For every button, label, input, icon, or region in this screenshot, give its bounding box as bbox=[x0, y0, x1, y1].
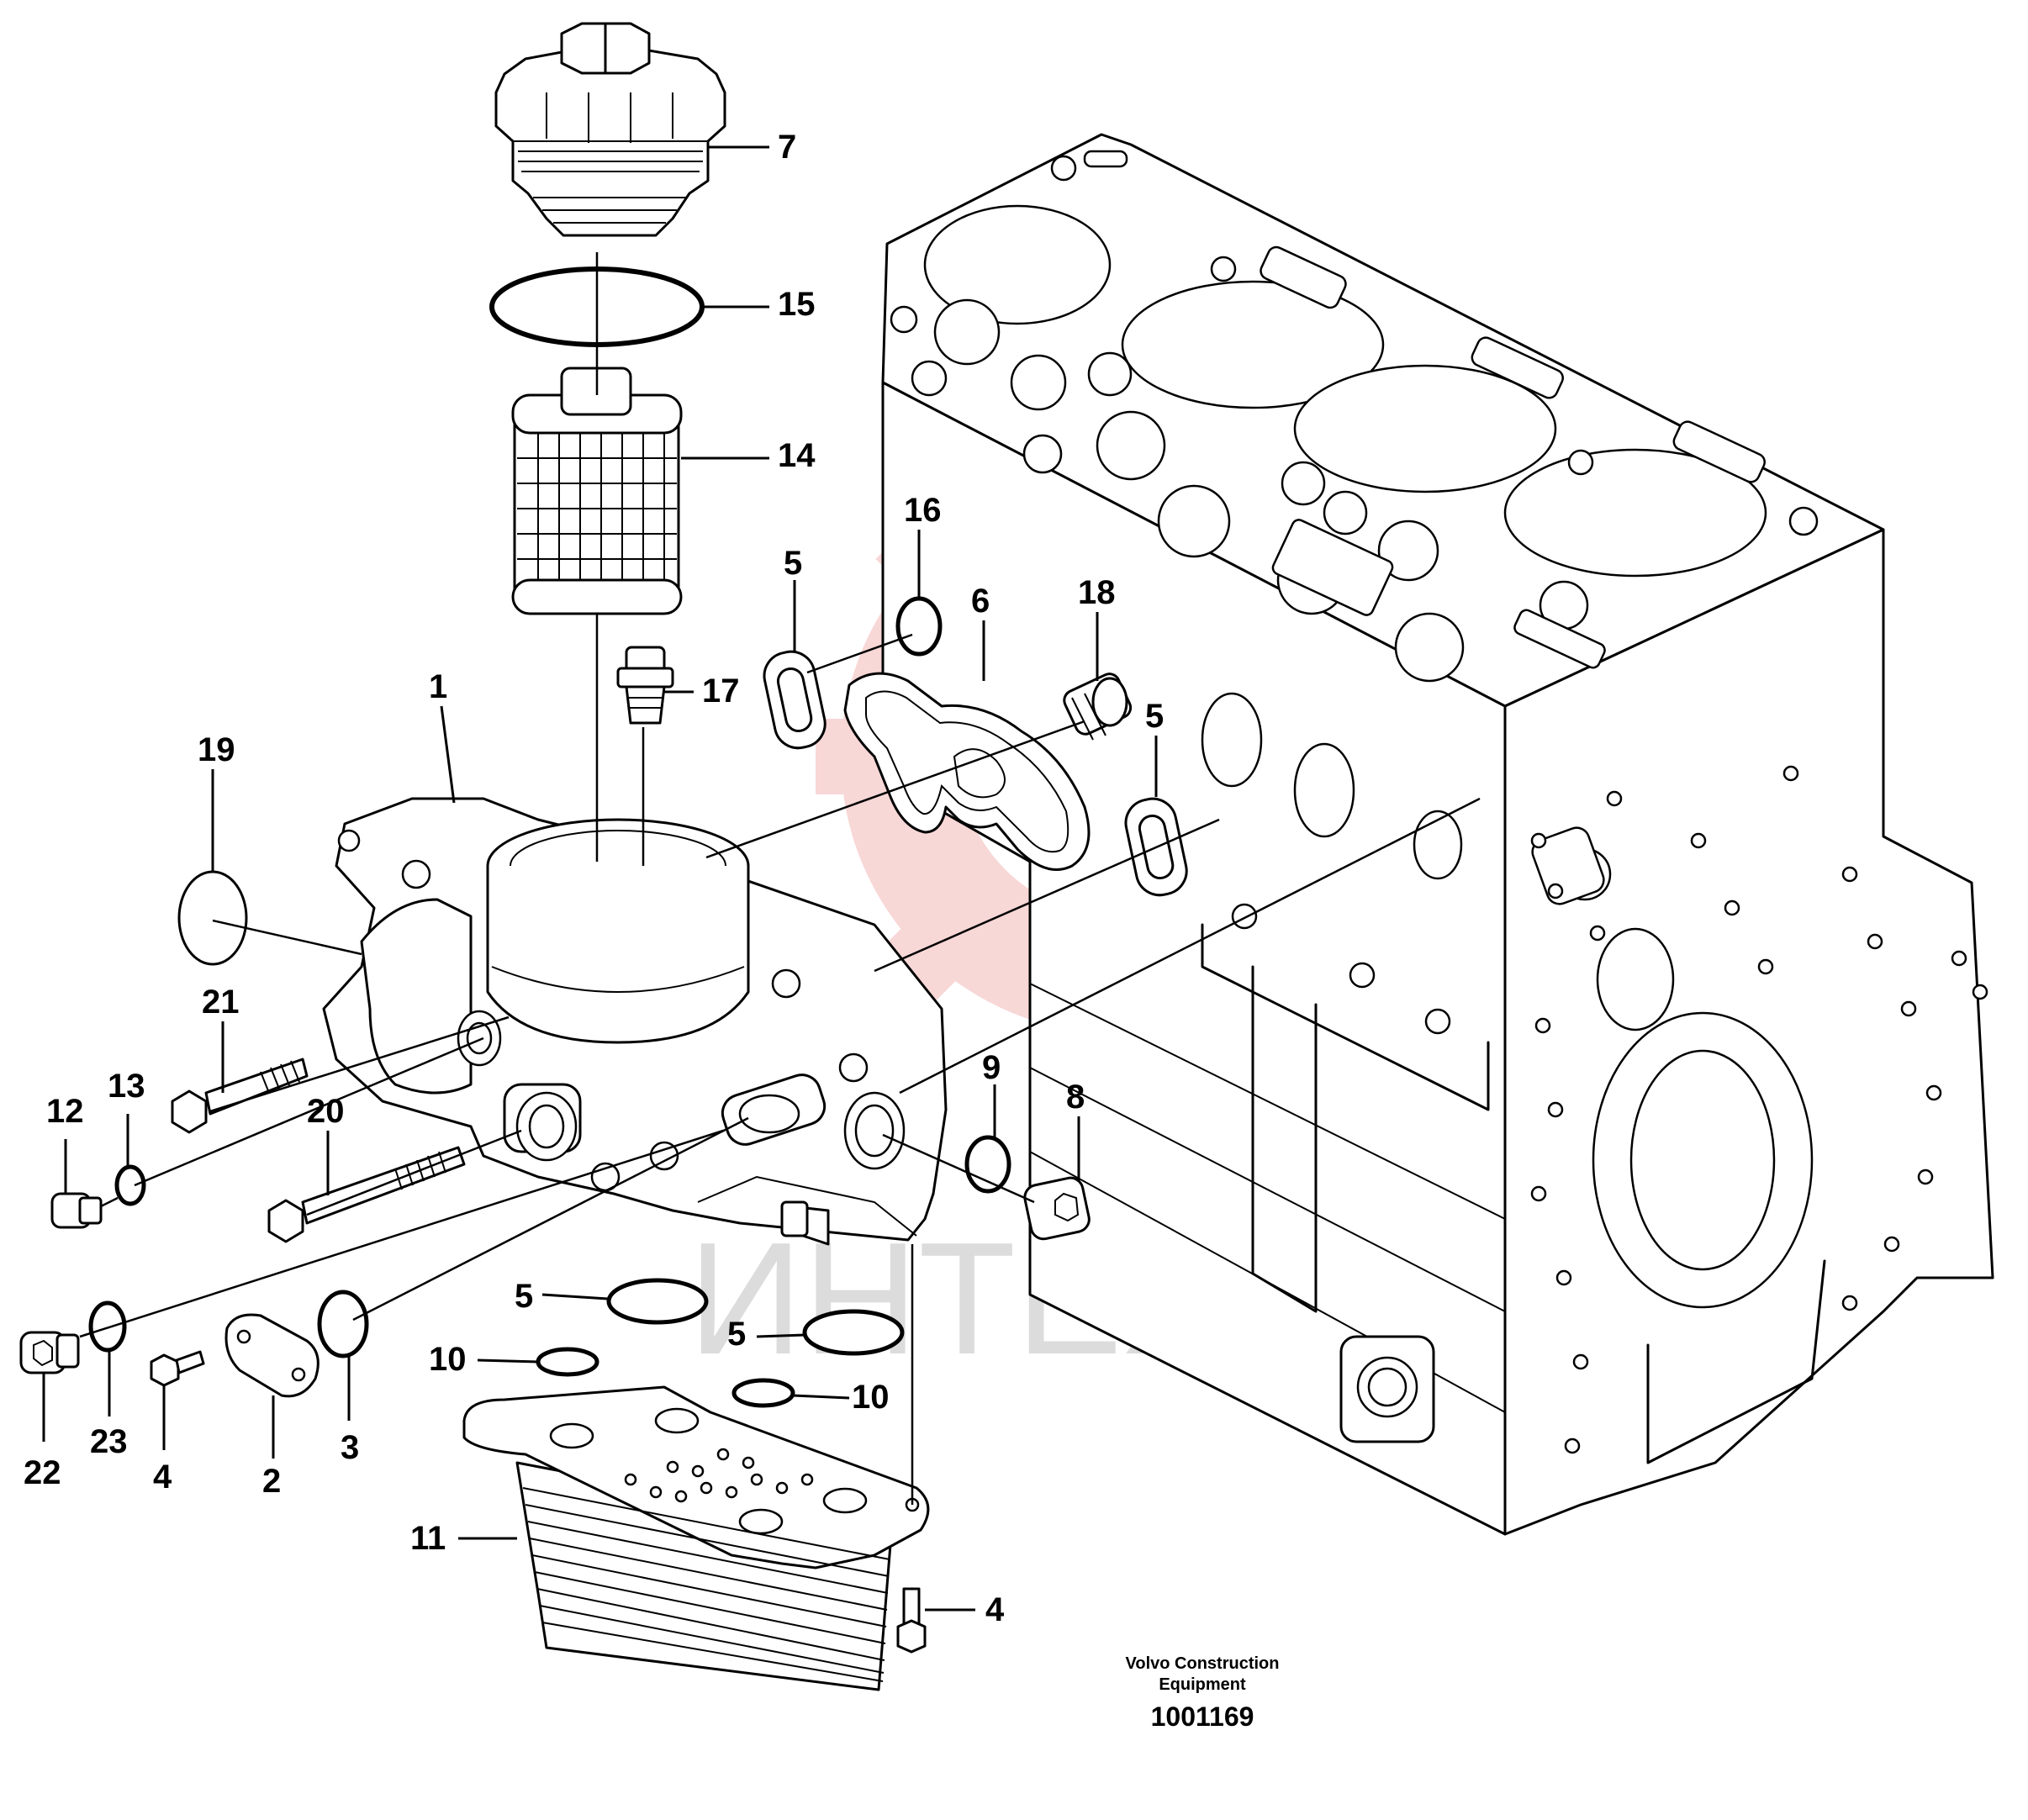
drawing-number: 1001169 bbox=[1151, 1701, 1254, 1732]
filter-housing-cap bbox=[494, 22, 726, 237]
callout-20: 20 bbox=[307, 1093, 345, 1130]
callout-8: 8 bbox=[1066, 1079, 1085, 1116]
leader-lines bbox=[42, 145, 1158, 1612]
oval-seal-5-lower-b bbox=[802, 1309, 905, 1356]
publisher-line-2: Equipment bbox=[1159, 1675, 1246, 1694]
flange-cover-2 bbox=[224, 1313, 320, 1398]
callout-3: 3 bbox=[341, 1429, 359, 1466]
bolt-4-left bbox=[150, 1350, 205, 1387]
engine-block bbox=[881, 133, 1994, 1536]
callout-labels: 1 7 15 14 17 19 16 5 6 18 5 21 13 12 20 … bbox=[24, 129, 1164, 1628]
publisher-line-1: Volvo Construction bbox=[1126, 1654, 1280, 1673]
washer-23 bbox=[88, 1300, 127, 1353]
callout-13: 13 bbox=[108, 1068, 145, 1105]
o-ring-16 bbox=[895, 596, 943, 657]
o-ring-3 bbox=[317, 1290, 369, 1358]
assembly-centerlines bbox=[79, 252, 1481, 1505]
callout-6: 6 bbox=[971, 583, 990, 620]
callout-11: 11 bbox=[410, 1520, 446, 1557]
seal-10-a bbox=[536, 1347, 599, 1377]
seal-10-b bbox=[731, 1378, 795, 1408]
oil-filter-housing bbox=[322, 797, 948, 1246]
callout-12: 12 bbox=[46, 1093, 84, 1130]
plug-8 bbox=[1023, 1176, 1091, 1241]
callout-5-a: 5 bbox=[784, 545, 802, 582]
callout-5-b: 5 bbox=[1145, 698, 1164, 735]
callout-18: 18 bbox=[1078, 574, 1116, 611]
callout-2: 2 bbox=[262, 1463, 281, 1500]
plug-22 bbox=[19, 1331, 80, 1374]
oil-cooler bbox=[462, 1385, 930, 1691]
callout-4-a: 4 bbox=[153, 1459, 172, 1496]
cover-19 bbox=[177, 870, 248, 966]
washer-9 bbox=[964, 1135, 1011, 1194]
bolt-4-right bbox=[896, 1587, 927, 1654]
oval-seal-5-top bbox=[763, 650, 827, 750]
callout-16: 16 bbox=[904, 492, 942, 529]
callout-10-b: 10 bbox=[852, 1379, 890, 1416]
callout-23: 23 bbox=[90, 1423, 128, 1460]
callout-5-d: 5 bbox=[727, 1316, 746, 1353]
plug-12 bbox=[50, 1192, 103, 1229]
plug-18 bbox=[1063, 673, 1133, 741]
oil-filter-insert bbox=[511, 367, 683, 615]
callout-19: 19 bbox=[198, 731, 235, 768]
callout-4-b: 4 bbox=[985, 1591, 1005, 1628]
callout-7: 7 bbox=[778, 129, 796, 166]
drawing-caption: Volvo Construction Equipment 1001169 bbox=[1126, 1654, 1280, 1732]
callout-17: 17 bbox=[702, 673, 740, 710]
callout-1: 1 bbox=[429, 668, 447, 705]
callout-15: 15 bbox=[778, 286, 816, 323]
callout-21: 21 bbox=[202, 984, 240, 1021]
washer-13 bbox=[114, 1164, 146, 1206]
valve-17 bbox=[616, 646, 674, 725]
bolt-20 bbox=[267, 1146, 466, 1243]
callout-14: 14 bbox=[778, 437, 816, 474]
oval-seal-5-lower-a bbox=[606, 1278, 709, 1325]
callout-22: 22 bbox=[24, 1454, 61, 1491]
callout-9: 9 bbox=[982, 1049, 1001, 1086]
callout-10-a: 10 bbox=[429, 1341, 467, 1378]
bolt-21 bbox=[171, 1058, 309, 1134]
gasket-6 bbox=[843, 672, 1091, 871]
callout-5-c: 5 bbox=[515, 1278, 533, 1315]
